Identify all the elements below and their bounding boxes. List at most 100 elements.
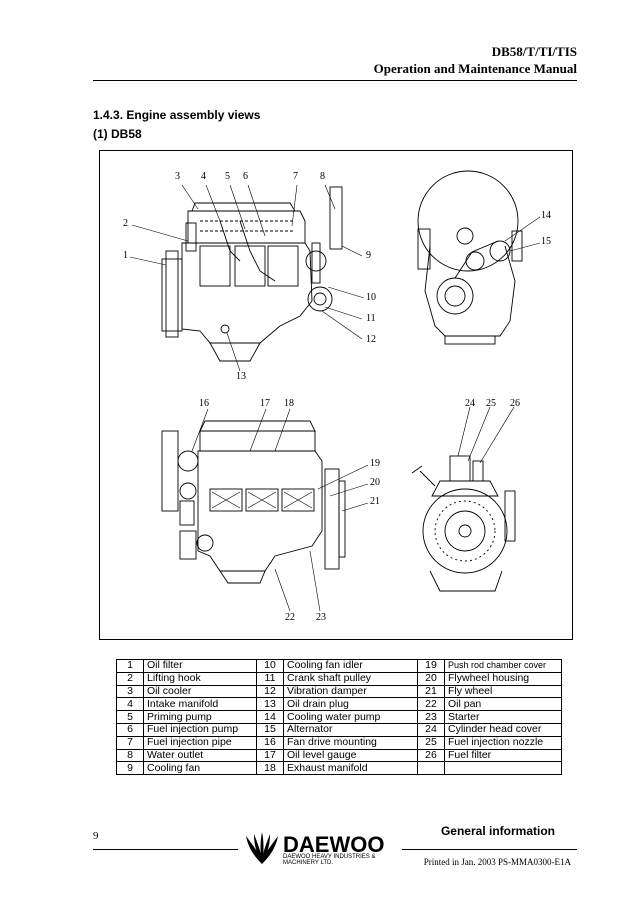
callout-7: 7 (293, 171, 298, 182)
print-info: Printed in Jan. 2003 PS-MMA0300-E1A (423, 857, 571, 867)
part-name-cell: Exhaust manifold (283, 761, 418, 776)
part-number-cell: 16 (256, 735, 284, 750)
part-number-cell: 22 (417, 697, 445, 712)
section-subtitle: (1) DB58 (93, 127, 142, 141)
part-number-cell: 7 (116, 735, 144, 750)
part-name-cell: Flywheel housing (444, 671, 562, 686)
callout-2: 2 (123, 218, 128, 229)
callout-1: 1 (123, 250, 128, 261)
logo-company-line1: DAEWOO HEAVY INDUSTRIES & (283, 854, 376, 860)
callout-11: 11 (366, 313, 376, 324)
part-number-cell: 5 (116, 710, 144, 724)
part-number-cell: 23 (417, 710, 445, 724)
part-number-cell: 1 (116, 659, 144, 673)
part-name-cell: Fan drive mounting (283, 735, 418, 750)
callout-8: 8 (320, 171, 325, 182)
callout-20: 20 (370, 477, 380, 488)
part-name-cell: Fuel filter (444, 748, 562, 763)
part-number-cell: 26 (417, 748, 445, 763)
part-name-cell: Oil level gauge (283, 748, 418, 763)
callout-5: 5 (225, 171, 230, 182)
part-name-cell: Intake manifold (143, 697, 257, 712)
part-number-cell: 2 (116, 671, 144, 686)
callout-3: 3 (175, 171, 180, 182)
logo-wordmark: DAEWOO (283, 832, 385, 857)
callout-17: 17 (260, 398, 270, 409)
part-name-cell: Oil drain plug (283, 697, 418, 712)
part-name-cell (444, 761, 562, 776)
part-name-cell: Crank shaft pulley (283, 671, 418, 686)
callout-14: 14 (541, 210, 551, 221)
callout-9: 9 (366, 250, 371, 261)
part-name-cell: Fuel injection nozzle (444, 735, 562, 750)
footer-rule-left (93, 849, 238, 850)
part-number-cell: 6 (116, 722, 144, 737)
page-number: 9 (93, 830, 99, 842)
part-number-cell: 10 (256, 659, 284, 673)
part-name-cell: Vibration damper (283, 684, 418, 699)
callout-26: 26 (510, 398, 520, 409)
part-number-cell: 14 (256, 710, 284, 724)
part-name-cell: Cooling water pump (283, 710, 418, 724)
section-title: 1.4.3. Engine assembly views (93, 108, 261, 122)
part-name-cell: Oil filter (143, 659, 257, 673)
part-name-cell: Fuel injection pump (143, 722, 257, 737)
part-number-cell: 12 (256, 684, 284, 699)
callout-23: 23 (316, 612, 326, 623)
daewoo-logo: DAEWOO DAEWOO HEAVY INDUSTRIES & MACHINE… (242, 832, 402, 866)
part-number-cell: 3 (116, 684, 144, 699)
part-name-cell: Starter (444, 710, 562, 724)
callout-25: 25 (486, 398, 496, 409)
part-number-cell: 25 (417, 735, 445, 750)
callout-22: 22 (285, 612, 295, 623)
part-number-cell: 18 (256, 761, 284, 776)
part-name-cell: Cylinder head cover (444, 722, 562, 737)
callout-10: 10 (366, 292, 376, 303)
callout-15: 15 (541, 236, 551, 247)
part-number-cell: 11 (256, 671, 284, 686)
callout-18: 18 (284, 398, 294, 409)
part-number-cell: 15 (256, 722, 284, 737)
part-number-cell: 20 (417, 671, 445, 686)
header-rule (93, 80, 577, 81)
engine-right-side-view (161, 420, 346, 584)
callout-16: 16 (199, 398, 209, 409)
callout-4: 4 (201, 171, 206, 182)
part-name-cell: Water outlet (143, 748, 257, 763)
callout-13: 13 (236, 371, 246, 382)
part-name-cell: Cooling fan (143, 761, 257, 776)
part-number-cell: 8 (116, 748, 144, 763)
part-number-cell: 17 (256, 748, 284, 763)
engine-front-view (417, 170, 523, 345)
part-number-cell: 9 (116, 761, 144, 776)
engine-left-side-view (161, 186, 343, 362)
leader-lines (129, 184, 541, 612)
callout-19: 19 (370, 458, 380, 469)
part-name-cell: Fly wheel (444, 684, 562, 699)
footer-rule-right (402, 849, 577, 850)
callout-12: 12 (366, 334, 376, 345)
part-name-cell: Alternator (283, 722, 418, 737)
engine-rear-view (411, 455, 516, 592)
header-manual-title: Operation and Maintenance Manual (373, 61, 577, 76)
part-name-cell: Cooling fan idler (283, 659, 418, 673)
part-name-cell: Oil pan (444, 697, 562, 712)
part-name-cell: Fuel injection pipe (143, 735, 257, 750)
part-name-cell: Push rod chamber cover (444, 659, 562, 673)
callout-6: 6 (243, 171, 248, 182)
daewoo-emblem-icon (246, 832, 278, 864)
footer-section-name: General information (440, 824, 555, 838)
part-name-cell: Lifting hook (143, 671, 257, 686)
engine-drawings (129, 170, 541, 612)
